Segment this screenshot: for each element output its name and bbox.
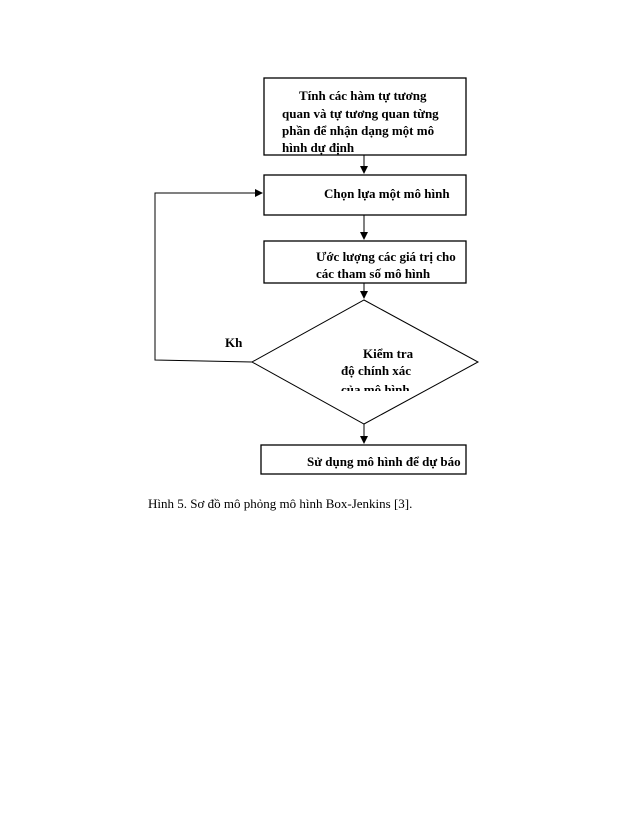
compute-line-2: quan và tự tương quan từng bbox=[282, 106, 439, 121]
figure-caption: Hình 5. Sơ đồ mô phỏng mô hình Box-Jenki… bbox=[148, 496, 413, 511]
use-box bbox=[260, 444, 467, 475]
estimate-line-2: các tham số mô hình bbox=[316, 266, 431, 281]
loop-label: Kh bbox=[225, 335, 243, 350]
check-line-3: của mô hình bbox=[341, 382, 410, 397]
estimate-line-1: Ước lượng các giá trị cho bbox=[316, 249, 456, 264]
choose-line-1: Chọn lựa một mô hình bbox=[324, 186, 450, 201]
compute-line-1: Tính các hàm tự tương bbox=[299, 88, 427, 103]
check-diamond bbox=[250, 299, 480, 425]
compute-box bbox=[263, 77, 467, 156]
check-line-2: độ chính xác bbox=[341, 363, 411, 378]
estimate-box bbox=[263, 240, 467, 284]
check-line-1: Kiểm tra bbox=[363, 346, 414, 361]
loop-back-line bbox=[154, 189, 263, 363]
compute-line-3: phần để nhận dạng một mô bbox=[282, 123, 434, 138]
compute-line-4: hình dự định bbox=[282, 140, 355, 155]
choose-box bbox=[263, 174, 467, 216]
use-line-1: Sử dụng mô hình để dự báo bbox=[307, 454, 461, 469]
